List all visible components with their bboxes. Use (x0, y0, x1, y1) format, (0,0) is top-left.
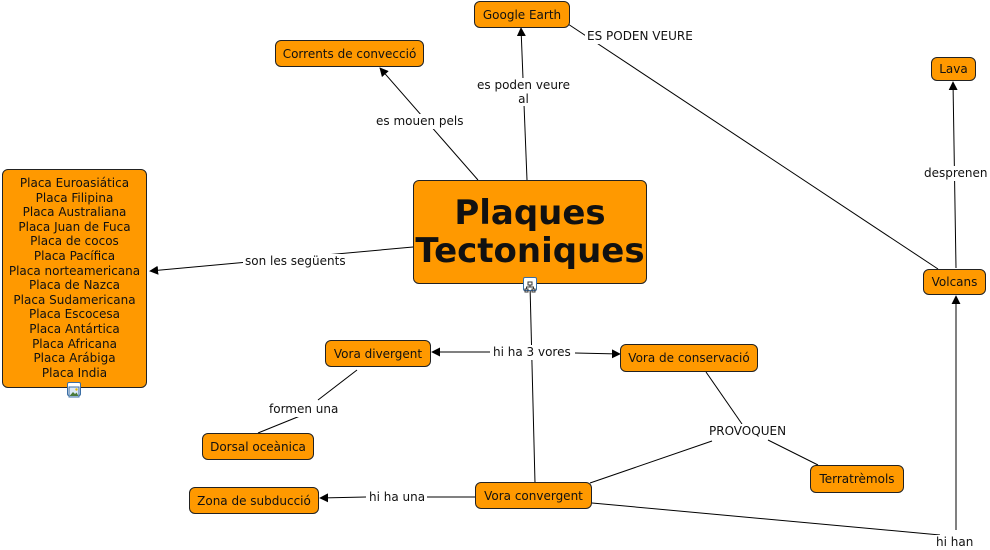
image-icon[interactable] (67, 382, 81, 398)
link-label-es-mouen-pels: es mouen pels (374, 114, 466, 129)
link-line (705, 371, 743, 425)
plate-item: Placa Sudamericana (13, 292, 136, 307)
submap-glyph (524, 281, 536, 293)
link-label-provoquen: PROVOQUEN (707, 424, 789, 439)
link-line (317, 369, 358, 401)
link-label-hi-ha-una: hi ha una (367, 490, 428, 505)
plate-item: Placa Antártica (29, 321, 120, 336)
link-line (529, 284, 536, 484)
node-vora-convergent[interactable]: Vora convergent (475, 482, 592, 509)
link-line (589, 440, 713, 484)
plate-item: Placa Escocesa (28, 307, 121, 322)
link-label-formen-una: formen una (267, 402, 341, 417)
link-label-hi-ha-3-vores: hi ha 3 vores (491, 345, 573, 360)
node-vora-conservacio[interactable]: Vora de conservació (620, 344, 758, 372)
plate-item: Placa de cocos (30, 234, 119, 249)
node-google-earth[interactable]: Google Earth (474, 1, 570, 28)
link-line (767, 439, 819, 466)
plate-item: Placa Filipina (35, 190, 114, 205)
main-concept-node[interactable]: Plaques Tectoniques (413, 180, 647, 284)
link-label-desprenen: desprenen (922, 166, 990, 181)
plate-item: Placa Juan de Fuca (18, 219, 131, 234)
plate-item: Placa Pacífica (33, 248, 116, 263)
main-concept-line1: Plaques (454, 193, 606, 233)
image-glyph (68, 386, 80, 398)
node-terratremols[interactable]: Terratrèmols (810, 465, 904, 493)
submap-icon[interactable] (523, 277, 537, 293)
link-line (591, 502, 941, 536)
node-plate-list[interactable]: Placa Euroasiática Placa Filipina Placa … (2, 169, 147, 388)
link-line (567, 23, 939, 270)
node-zona-subduccio[interactable]: Zona de subducció (189, 487, 319, 514)
link-label-line: es poden veure (477, 78, 570, 92)
plate-item: Placa Australiana (22, 205, 127, 220)
link-line (257, 415, 301, 434)
link-line (319, 493, 367, 503)
plate-item: Placa Euroasiática (19, 176, 130, 190)
link-label-es-poden-veure-caps: ES PODEN VEURE (585, 29, 695, 44)
link-label-es-poden-veure-al: es poden veure al (475, 78, 572, 106)
plate-item: Placa Africana (32, 336, 117, 351)
node-dorsal-oceanica[interactable]: Dorsal oceànica (202, 433, 314, 460)
main-concept-line2: Tectoniques (415, 231, 645, 271)
link-label-son-les-seguents: son les següents (243, 254, 348, 269)
link-label-line: al (518, 92, 529, 106)
plate-item: Placa India (41, 365, 108, 380)
plate-item: Placa de Nazca (28, 278, 121, 293)
node-lava[interactable]: Lava (931, 57, 976, 81)
link-line (574, 349, 621, 359)
plate-item: Placa norteamericana (8, 263, 141, 278)
node-corrents-conveccio[interactable]: Corrents de convecció (275, 40, 424, 67)
node-vora-divergent[interactable]: Vora divergent (325, 340, 431, 367)
plate-item: Placa Arábiga (33, 351, 116, 366)
node-volcans[interactable]: Volcans (923, 269, 986, 295)
link-label-hi-han: hi han (934, 535, 976, 550)
